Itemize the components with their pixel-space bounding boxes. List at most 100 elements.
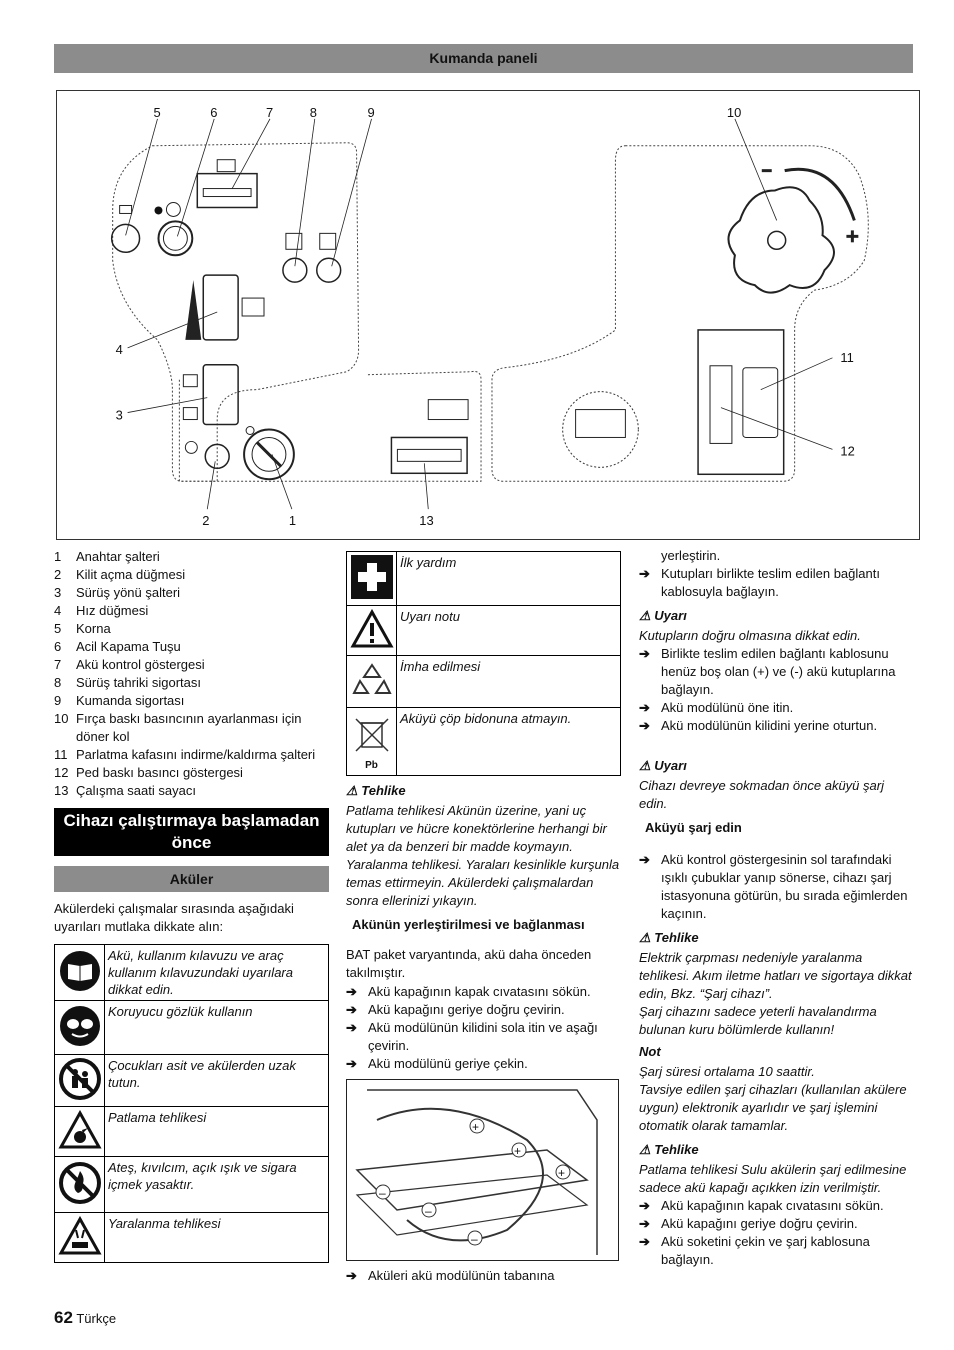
label-13: 13 — [419, 513, 433, 528]
legend-text: Ped baskı basıncı göstergesi — [76, 765, 243, 780]
step-item: ➔ Birlikte teslim edilen bağlantı kablosu… — [639, 645, 914, 699]
symbol-mid-text-0: İlk yardım — [396, 551, 621, 606]
arrow-icon: ➔ — [639, 1234, 650, 1249]
svg-text:+: + — [558, 1166, 565, 1180]
danger-heading: ⚠ Tehlike — [346, 782, 621, 800]
charge-heading: Aküyü şarj edin — [645, 820, 742, 835]
legend-text: Sürüş yönü şalteri — [76, 585, 181, 600]
danger-2-text: Patlama tehlikesi Sulu akülerin şarj edi… — [639, 1162, 907, 1195]
hour-counter — [390, 436, 468, 475]
legend-text: Acil Kapama Tuşu — [76, 639, 181, 654]
left-panel-outline — [112, 142, 360, 482]
explosion-icon — [54, 1106, 105, 1157]
svg-text:–: – — [471, 1232, 478, 1246]
legend-text: Korna — [76, 621, 111, 636]
symbol-text-1: Koruyucu gözlük kullanın — [104, 1000, 329, 1055]
first-aid-icon — [346, 551, 397, 606]
legend-number: 4 — [54, 603, 62, 618]
section-title-before-start: Cihazı çalıştırmaya başlamadan önce — [54, 808, 329, 856]
symbol-text-3: Patlama tehlikesi — [104, 1106, 329, 1157]
step-text: Akü kapağını geriye doğru çevirin. — [661, 1216, 858, 1231]
pressure-knob — [727, 186, 835, 294]
note-heading: Not — [639, 1044, 661, 1059]
key-slot — [255, 441, 282, 468]
battery-install-heading: Akünün yerleştirilmesi ve bağlanması — [352, 917, 585, 932]
legend-number: 2 — [54, 567, 62, 582]
emergency-stop-button — [157, 220, 194, 257]
arrow-icon: ➔ — [346, 1020, 357, 1035]
step-text: Akü modülünün kilidini sola itin ve aşağ… — [368, 1020, 598, 1053]
indicator-dot — [154, 206, 163, 215]
symbol-mid-text-2: İmha edilmesi — [396, 655, 621, 708]
control-panel-diagram: 5 6 7 8 9 10 4 3 11 12 2 1 13 — [56, 90, 920, 540]
unlock-button — [204, 443, 230, 470]
step-item: ➔Akü kapağını geriye doğru çevirin. — [346, 1001, 621, 1019]
danger-triangle-icon: ⚠ — [639, 930, 651, 945]
arrow-icon: ➔ — [639, 646, 650, 661]
step-text: Akü modülünü geriye çekin. — [368, 1056, 528, 1071]
stop-symbol-icon — [165, 202, 181, 217]
note-text-2: Tavsiye edilen şarj cihazları (kullanıla… — [639, 1082, 907, 1133]
page-footer: 62 Türkçe — [54, 1308, 116, 1328]
step-item: ➔ Akü modülünün kilidini sola itin ve aşa… — [346, 1019, 621, 1055]
lightning-icon — [319, 232, 337, 250]
danger-2-heading: ⚠ Tehlike — [639, 1141, 914, 1159]
legend-number: 9 — [54, 693, 62, 708]
machine-pictogram-circle — [562, 391, 639, 468]
no-fire-icon — [54, 1156, 105, 1213]
speed-switch — [202, 274, 239, 341]
step-item: ➔Akü soketini çekin ve şarj kablosuna ba… — [639, 1233, 914, 1269]
danger-1-heading-text: Tehlike — [654, 930, 699, 945]
battery-indicator-scale — [202, 188, 252, 198]
arrow-icon: ➔ — [346, 1056, 357, 1071]
warning-1-heading-text: Uyarı — [654, 608, 687, 623]
arrow-icon: ➔ — [639, 852, 650, 867]
arrow-icon: ➔ — [639, 718, 650, 733]
svg-text:+: + — [514, 1144, 521, 1158]
page-header-title: Kumanda paneli — [429, 50, 538, 66]
arrow-icon: ➔ — [639, 700, 650, 715]
right-panel-outline — [491, 145, 869, 482]
step-text: Akü kapağının kapak cıvatasını sökün. — [661, 1198, 884, 1213]
pressure-knob-center — [767, 230, 787, 251]
step-text: Akü kapağını geriye doğru çevirin. — [368, 1002, 565, 1017]
danger-text: Patlama tehlikesi Akünün üzerine, yani u… — [346, 803, 620, 908]
symbol-text-5: Yaralanma tehlikesi — [104, 1212, 329, 1263]
battery-module-illustration: + + + – – – — [346, 1079, 619, 1261]
warning-2-heading-text: Uyarı — [654, 758, 687, 773]
hour-counter-display — [396, 448, 462, 462]
machine-pictogram — [575, 409, 626, 438]
warning-triangle-icon: ⚠ — [639, 608, 651, 623]
batteries-intro: Akülerdeki çalışmalar sırasında aşağıdak… — [54, 901, 294, 934]
arrow-icon: ➔ — [346, 984, 357, 999]
head-lift-switch — [742, 367, 779, 438]
off-indicator — [245, 426, 255, 435]
step-text: Birlikte teslim edilen bağlantı kablosun… — [661, 646, 896, 697]
horn-button — [110, 223, 141, 254]
legend-text: Kilit açma düğmesi — [76, 567, 186, 582]
danger-triangle-icon: ⚠ — [346, 783, 358, 798]
battery-indicator — [196, 172, 258, 209]
right-column: yerleştirin. ➔Kutupları birlikte teslim … — [639, 547, 914, 1269]
step-item: ➔ Akü modülünü geriye çekin. — [346, 1055, 621, 1073]
vehicle-icon — [241, 297, 265, 317]
symbol-text-0: Akü, kullanım kılavuzu ve araç kullanım … — [104, 944, 329, 1001]
control-fuse — [316, 257, 342, 283]
danger-triangle-icon: ⚠ — [639, 1142, 651, 1157]
drive-fuse — [282, 257, 308, 283]
danger-1-heading: ⚠ Tehlike — [639, 929, 914, 947]
warning-2-heading: ⚠ Uyarı — [639, 757, 914, 775]
continued-text: yerleştirin. — [661, 548, 721, 563]
connect-steps: ➔ Birlikte teslim edilen bağlantı kablosu… — [639, 645, 914, 735]
legend-text: Fırça baskı basıncının ayarlanması için … — [76, 711, 302, 744]
legend-text: Akü kontrol göstergesi — [76, 657, 205, 672]
step-text: Akü kapağının kapak cıvatasını sökün. — [368, 984, 591, 999]
reverse-icon — [182, 407, 198, 421]
page-language: Türkçe — [76, 1311, 117, 1326]
